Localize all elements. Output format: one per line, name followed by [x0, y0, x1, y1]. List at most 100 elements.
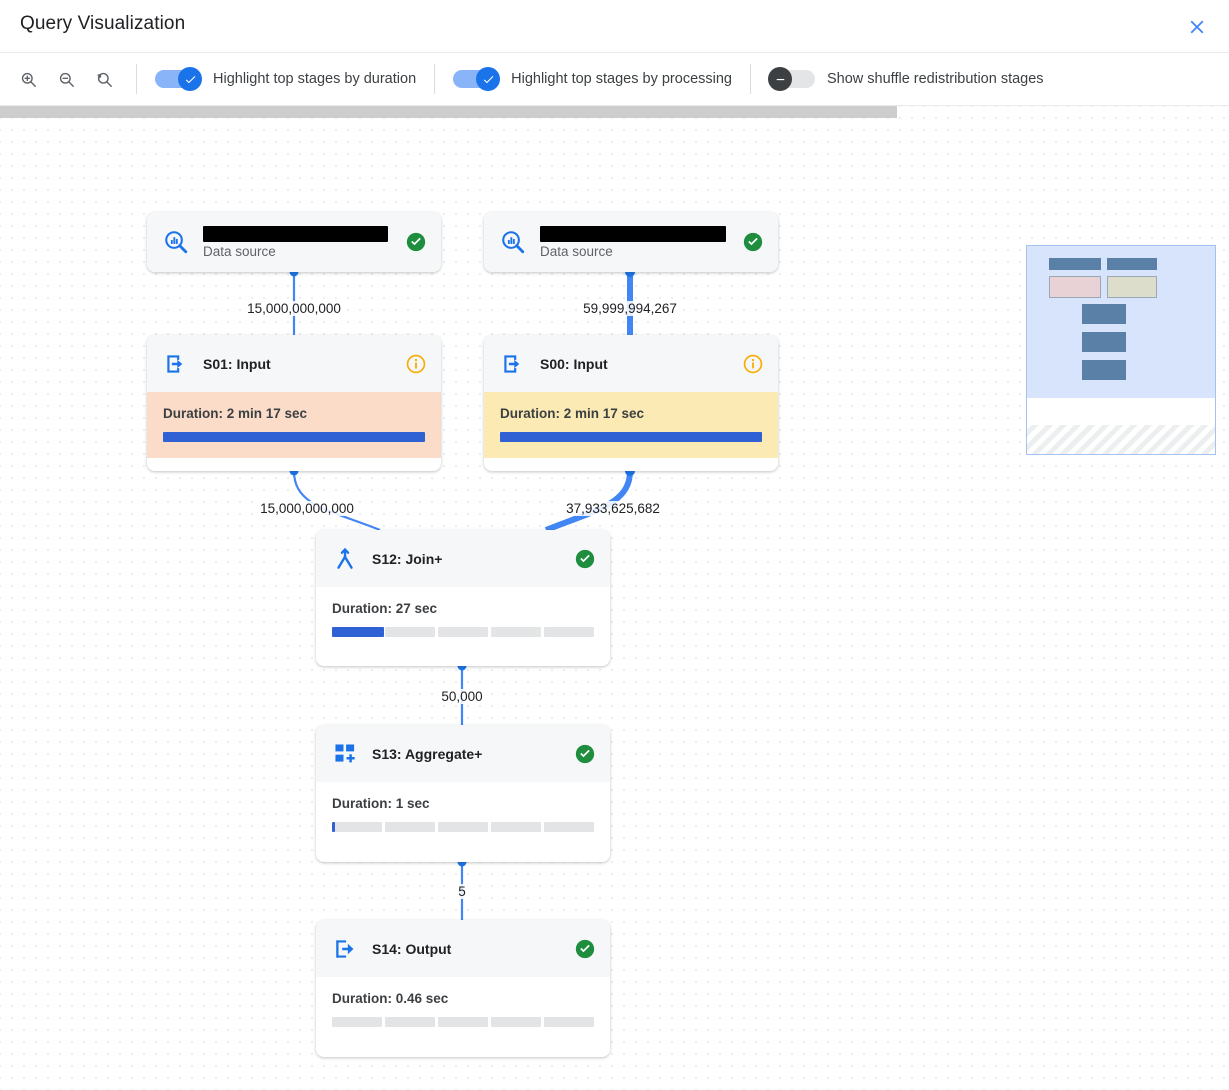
- switch-highlight-processing[interactable]: [453, 67, 501, 91]
- switch-thumb: [178, 67, 202, 91]
- node-stage-s13[interactable]: S13: Aggregate+ Duration: 1 sec: [316, 725, 610, 862]
- node-stage-s01[interactable]: S01: Input Duration: 2 min 17 sec: [147, 335, 441, 471]
- zoom-out-button[interactable]: [52, 65, 80, 93]
- minimap-node-s14: [1082, 360, 1126, 380]
- toggle-label-processing: Highlight top stages by processing: [511, 71, 732, 87]
- toggle-highlight-top-stages-by-duration[interactable]: Highlight top stages by duration: [155, 53, 416, 105]
- input-arrow-icon: [500, 351, 526, 377]
- minimap-node-s12: [1082, 304, 1126, 324]
- node-body: Duration: 0.46 sec: [316, 977, 610, 1043]
- node-header: S01: Input: [147, 335, 441, 392]
- minus-icon: [776, 78, 784, 80]
- minimap-node-ds-left: [1049, 258, 1101, 270]
- progress-bar: [332, 822, 594, 832]
- zoom-in-icon: [21, 72, 36, 87]
- toggle-show-shuffle-redistribution-stages[interactable]: Show shuffle redistribution stages: [768, 53, 1044, 105]
- minimap-viewport[interactable]: [1027, 246, 1215, 398]
- progress-fill: [500, 432, 762, 442]
- toggle-label-duration: Highlight top stages by duration: [213, 71, 417, 87]
- node-body: Duration: 1 sec: [316, 782, 610, 848]
- minimap-node-s13: [1082, 332, 1126, 352]
- node-data-source-right[interactable]: Data source: [484, 212, 778, 272]
- node-data-source-left[interactable]: Data source: [147, 212, 441, 272]
- data-source-subtitle: Data source: [203, 243, 276, 259]
- duration-label: Duration: 27 sec: [332, 601, 438, 616]
- minimap-offscreen-area: [1027, 425, 1215, 454]
- bigquery-data-source-icon: [500, 229, 526, 255]
- toolbar-divider-1: [136, 64, 137, 94]
- duration-label: Duration: 0.46 sec: [332, 991, 449, 1006]
- node-title: S01: Input: [203, 355, 271, 372]
- node-title: S13: Aggregate+: [372, 745, 483, 762]
- minimap-node-ds-right: [1107, 258, 1157, 270]
- edge-label-s13-to-s14: 5: [455, 884, 469, 899]
- close-x-icon: [1190, 20, 1204, 34]
- graph-minimap[interactable]: [1026, 245, 1216, 455]
- status-badge-success: [405, 231, 427, 253]
- toolbar-divider-3: [750, 64, 751, 94]
- toggle-label-shuffle: Show shuffle redistribution stages: [827, 71, 1044, 87]
- zoom-in-button[interactable]: [14, 65, 42, 93]
- status-badge-success: [574, 938, 596, 960]
- node-body: Duration: 2 min 17 sec: [147, 392, 441, 458]
- node-body: Duration: 27 sec: [316, 587, 610, 653]
- check-icon: [185, 75, 195, 83]
- toolbar-divider-2: [434, 64, 436, 94]
- switch-show-shuffle[interactable]: [768, 67, 815, 91]
- output-arrow-icon: [332, 936, 358, 962]
- edge-label-s01-to-s12: 15,000,000,000: [257, 501, 357, 516]
- node-header: Data source: [484, 212, 778, 272]
- node-stage-s14[interactable]: S14: Output Duration: 0.46 sec: [316, 920, 610, 1057]
- progress-bar: [332, 1017, 594, 1027]
- minimap-node-s01: [1049, 276, 1101, 298]
- data-source-subtitle: Data source: [540, 243, 613, 259]
- bigquery-data-source-icon: [163, 229, 189, 255]
- node-header: S14: Output: [316, 920, 610, 977]
- node-title: S12: Join+: [372, 550, 443, 567]
- progress-fill: [163, 432, 425, 442]
- zoom-reset-button[interactable]: [90, 65, 118, 93]
- horizontal-scrollbar[interactable]: [0, 106, 897, 118]
- duration-label: Duration: 2 min 17 sec: [163, 406, 308, 421]
- node-header: S12: Join+: [316, 530, 610, 587]
- status-badge-info[interactable]: [742, 353, 764, 375]
- data-source-name-redacted: [540, 225, 726, 242]
- join-merge-icon: [332, 546, 358, 572]
- status-badge-success: [574, 743, 596, 765]
- node-stage-s12[interactable]: S12: Join+ Duration: 27 sec: [316, 530, 610, 666]
- status-badge-info[interactable]: [405, 353, 427, 375]
- data-source-text: Data source: [203, 225, 391, 259]
- data-source-text: Data source: [540, 225, 728, 259]
- status-badge-success: [574, 548, 596, 570]
- edge-s00-to-s12: [544, 466, 635, 533]
- zoom-reset-icon: [96, 72, 112, 87]
- node-header: S13: Aggregate+: [316, 725, 610, 782]
- node-body: Duration: 2 min 17 sec: [484, 392, 778, 458]
- progress-bar: [332, 627, 594, 637]
- aggregate-plus-icon: [332, 741, 358, 767]
- graph-canvas[interactable]: 15,000,000,000 59,999,994,267 15,000,000…: [0, 106, 1229, 1090]
- node-stage-s00[interactable]: S00: Input Duration: 2 min 17 sec: [484, 335, 778, 471]
- switch-thumb: [768, 67, 792, 91]
- progress-bar: [500, 432, 762, 442]
- progress-fill: [332, 627, 385, 637]
- close-button[interactable]: [1179, 9, 1215, 45]
- progress-bar: [163, 432, 425, 442]
- toggle-highlight-top-stages-by-processing[interactable]: Highlight top stages by processing: [453, 53, 732, 105]
- data-source-name-redacted: [203, 225, 388, 242]
- progress-fill: [332, 822, 335, 832]
- edge-label-ds-right-to-s00: 59,999,994,267: [580, 301, 680, 316]
- duration-label: Duration: 1 sec: [332, 796, 430, 811]
- edge-s01-to-s12: [289, 466, 381, 532]
- edge-label-s12-to-s13: 50,000: [438, 689, 486, 704]
- zoom-out-icon: [59, 72, 74, 87]
- switch-highlight-duration[interactable]: [155, 67, 202, 91]
- zoom-controls: [0, 53, 118, 105]
- node-header: Data source: [147, 212, 441, 272]
- node-title: S00: Input: [540, 355, 608, 372]
- input-arrow-icon: [163, 351, 189, 377]
- dialog-titlebar: Query Visualization: [0, 0, 1229, 53]
- status-badge-success: [742, 231, 764, 253]
- check-icon: [483, 75, 494, 83]
- page-title: Query Visualization: [20, 13, 186, 34]
